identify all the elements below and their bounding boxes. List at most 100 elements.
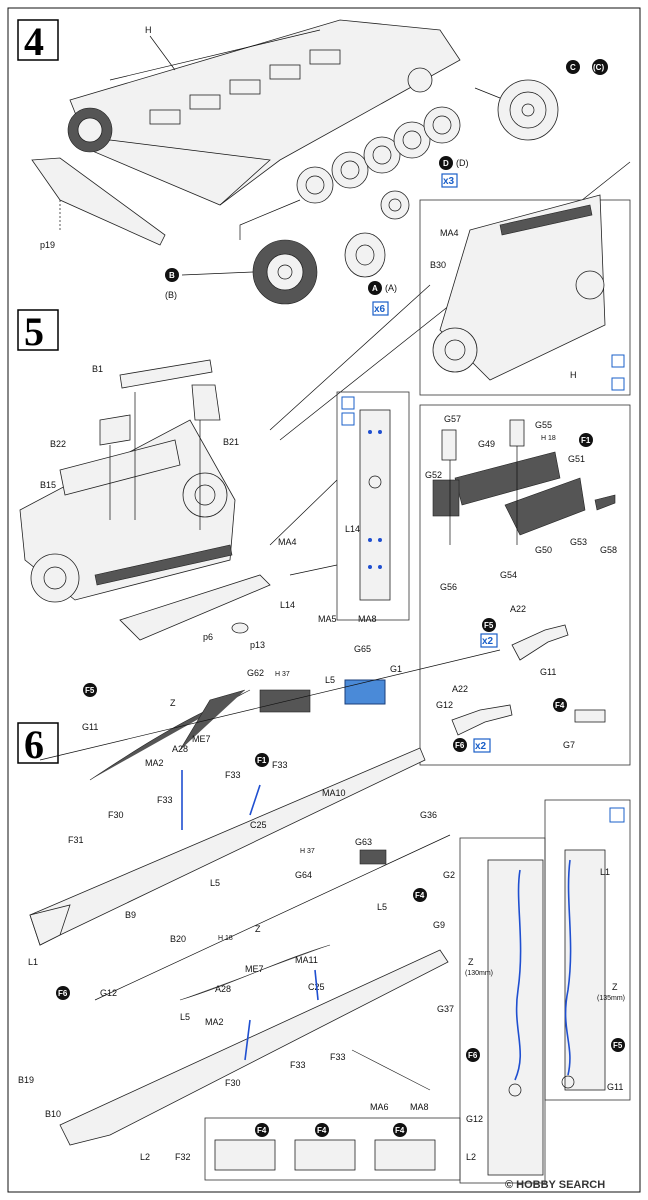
svg-text:G55: G55 <box>535 420 552 430</box>
svg-text:F4: F4 <box>257 1126 267 1135</box>
svg-text:G1: G1 <box>390 664 402 674</box>
svg-text:Z: Z <box>255 924 261 934</box>
glue-icon <box>341 396 355 410</box>
svg-text:p13: p13 <box>250 640 265 650</box>
svg-text:L2: L2 <box>140 1152 150 1162</box>
svg-text:G12: G12 <box>466 1114 483 1124</box>
inset-rear-deck <box>419 199 631 396</box>
qty-box-x6 <box>372 301 389 316</box>
svg-text:F6: F6 <box>58 989 68 998</box>
svg-text:MA10: MA10 <box>322 788 346 798</box>
svg-text:MA4: MA4 <box>278 537 297 547</box>
svg-text:G12: G12 <box>436 700 453 710</box>
svg-text:B30: B30 <box>430 260 446 270</box>
qty-box-x3 <box>441 173 458 188</box>
svg-text:C: C <box>570 63 576 72</box>
step-5: 5 MA4 B30 H B1 <box>17 161 631 650</box>
svg-text:Z: Z <box>612 982 618 992</box>
svg-text:MA4: MA4 <box>440 228 459 238</box>
svg-text:F33: F33 <box>225 770 241 780</box>
step-number: 4 <box>24 19 44 64</box>
svg-text:MA8: MA8 <box>358 614 377 624</box>
svg-text:G51: G51 <box>568 454 585 464</box>
step-number-box <box>17 19 59 61</box>
svg-text:x6: x6 <box>374 304 386 315</box>
inset-weapons: G57 G55 H 18 F1 G49 G51 G52 G56 G54 G50 … <box>419 404 631 766</box>
hull-body <box>67 19 461 220</box>
inset-tow-cable-L1: L1 Z (135mm) F5 G11 <box>544 799 631 1101</box>
svg-text:G56: G56 <box>440 582 457 592</box>
step6-lower-labels: G63 H 37 G64 G2 F4 L5 G9 Z H 18 MA11 F6 … <box>18 837 455 1162</box>
wheel-A: A (A) x6 <box>344 232 397 316</box>
svg-text:F33: F33 <box>157 795 173 805</box>
svg-text:F33: F33 <box>290 1060 306 1070</box>
svg-text:G53: G53 <box>570 537 587 547</box>
svg-text:G7: G7 <box>563 740 575 750</box>
svg-text:G58: G58 <box>600 545 617 555</box>
label-paren-B: (B) <box>165 290 177 300</box>
svg-text:A: A <box>372 284 378 293</box>
svg-text:A22: A22 <box>452 684 468 694</box>
svg-text:B15: B15 <box>40 480 56 490</box>
svg-text:F4: F4 <box>415 891 425 900</box>
svg-text:G54: G54 <box>500 570 517 580</box>
svg-text:G11: G11 <box>82 722 98 732</box>
svg-text:C25: C25 <box>250 820 267 830</box>
svg-text:F32: F32 <box>175 1152 191 1162</box>
svg-text:MA11: MA11 <box>295 955 318 965</box>
paint-icon <box>341 412 355 426</box>
svg-text:G52: G52 <box>425 470 442 480</box>
jerrycan-rack-G1 <box>344 679 386 705</box>
sprocket-B: B (B) <box>165 199 318 305</box>
inset-tow-cable-L2: Z (130mm) F6 G12 L2 <box>459 837 546 1184</box>
inset-L14 <box>336 391 410 621</box>
svg-text:H: H <box>570 370 577 380</box>
svg-text:L14: L14 <box>280 600 295 610</box>
svg-text:G64: G64 <box>295 870 312 880</box>
glue-icon <box>609 807 625 823</box>
svg-text:F33: F33 <box>330 1052 346 1062</box>
svg-text:F5: F5 <box>613 1041 623 1050</box>
badge-A <box>368 281 382 295</box>
step-number: 5 <box>24 309 44 354</box>
svg-text:A28: A28 <box>215 984 231 994</box>
svg-text:x3: x3 <box>443 176 455 187</box>
svg-text:H 37: H 37 <box>300 848 315 855</box>
svg-text:F6: F6 <box>455 741 465 750</box>
svg-text:F33: F33 <box>272 760 288 770</box>
svg-text:F31: F31 <box>68 835 84 845</box>
step-6: 6 F5 Z G11 MA2 ME7 A28 F33 F33 F30 F31 C… <box>17 614 501 1181</box>
label-H: H <box>145 25 152 35</box>
svg-text:F5: F5 <box>484 621 494 630</box>
svg-text:x2: x2 <box>482 636 494 647</box>
svg-text:G62: G62 <box>247 668 264 678</box>
step6-upper-labels: F5 Z G11 MA2 ME7 A28 F33 F33 F30 F31 C25… <box>28 614 437 967</box>
page-frame <box>7 7 641 1193</box>
svg-text:B20: B20 <box>170 934 186 944</box>
glue-icon <box>611 377 625 391</box>
svg-text:Z: Z <box>170 698 176 708</box>
svg-text:MA2: MA2 <box>145 758 164 768</box>
svg-text:p6: p6 <box>203 632 213 642</box>
plate-L14 <box>119 574 271 641</box>
svg-text:B22: B22 <box>50 439 66 449</box>
svg-text:B21: B21 <box>223 437 239 447</box>
watermark: © HOBBY SEARCH <box>505 1179 605 1191</box>
svg-text:H 18: H 18 <box>218 935 233 942</box>
svg-text:F1: F1 <box>257 756 267 765</box>
svg-text:L1: L1 <box>600 867 610 877</box>
svg-text:x2: x2 <box>475 741 487 752</box>
svg-text:F30: F30 <box>225 1078 241 1088</box>
svg-text:L1: L1 <box>28 957 38 967</box>
step-number: 6 <box>24 722 44 767</box>
badge-B <box>165 268 179 282</box>
svg-text:D: D <box>443 159 449 168</box>
svg-text:ME7: ME7 <box>245 964 264 974</box>
label-p19: p19 <box>40 240 55 250</box>
svg-text:L5: L5 <box>377 902 387 912</box>
svg-text:A22: A22 <box>510 604 526 614</box>
fender-p19 <box>31 157 166 246</box>
svg-text:G63: G63 <box>355 837 372 847</box>
svg-text:F4: F4 <box>395 1126 405 1135</box>
step-4: 4 p19 H <box>17 19 608 316</box>
